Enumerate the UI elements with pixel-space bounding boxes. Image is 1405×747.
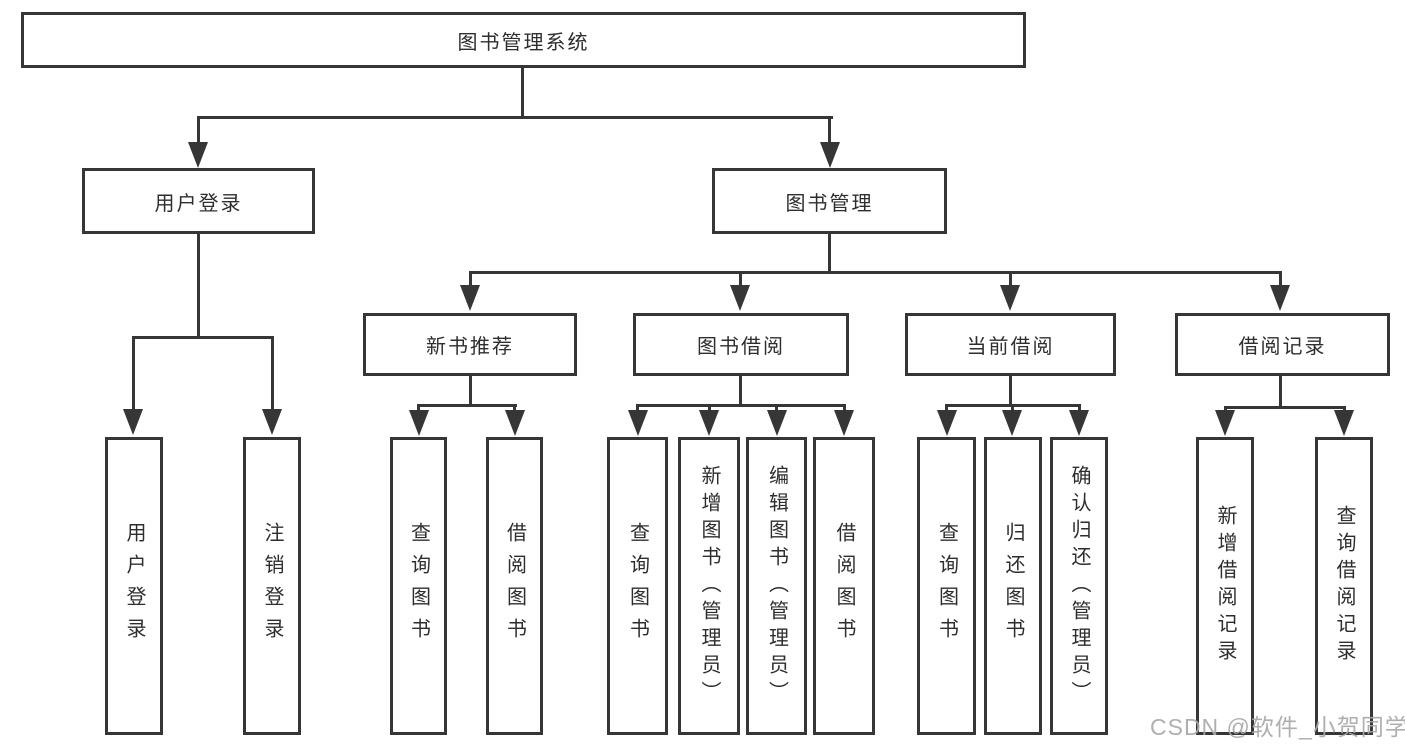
arrowhead-icon [937, 410, 957, 436]
leaf-label: 注销登录 [261, 522, 283, 650]
node-label: 图书借阅 [697, 336, 785, 358]
connector-line [469, 271, 1282, 274]
connector-line [1279, 375, 1282, 408]
connector-line [1011, 404, 1014, 414]
leaf-query-borrow-record: 查询借阅记录 [1315, 437, 1373, 735]
connector-line [132, 336, 135, 412]
node-label: 新书推荐 [426, 336, 514, 358]
watermark: CSDN @软件_小贺同学 [1150, 714, 1405, 740]
connector-line [1009, 271, 1012, 287]
connector-line [1078, 404, 1081, 414]
arrowhead-icon [699, 410, 719, 436]
connector-line [636, 404, 846, 407]
leaf-label: 查询图书 [935, 522, 958, 650]
node-book-borrow: 图书借阅 [633, 313, 849, 376]
node-label: 用户登录 [154, 192, 243, 215]
leaf-label: 编辑图书（管理员） [765, 464, 788, 708]
leaf-borrow-books-recommend: 借阅图书 [486, 437, 543, 735]
arrowhead-icon [1334, 410, 1354, 436]
node-library-system: 图书管理系统 [21, 12, 1026, 68]
arrowhead-icon [730, 285, 750, 311]
leaf-label: 新增图书（管理员） [698, 464, 720, 708]
arrowhead-icon [1215, 410, 1235, 436]
leaf-label: 查询借阅记录 [1333, 505, 1355, 667]
node-label: 借阅记录 [1238, 336, 1327, 358]
connector-line [739, 271, 742, 287]
connector-line [197, 233, 200, 338]
leaf-query-books-recommend: 查询图书 [390, 437, 447, 735]
arrowhead-icon [1270, 285, 1290, 311]
connector-line [1224, 406, 1345, 409]
leaf-user-login: 用户登录 [105, 437, 163, 735]
connector-line [843, 404, 846, 414]
connector-line [197, 116, 200, 145]
connector-line [828, 116, 831, 145]
connector-line [417, 404, 420, 414]
leaf-add-borrow-record: 新增借阅记录 [1196, 437, 1254, 735]
node-current-borrow: 当前借阅 [905, 313, 1116, 376]
arrowhead-icon [1002, 410, 1022, 436]
arrowhead-icon [460, 285, 480, 311]
node-borrow-records: 借阅记录 [1175, 313, 1390, 376]
arrowhead-icon [262, 409, 282, 435]
connector-line [469, 271, 472, 287]
node-book-management: 图书管理 [712, 168, 947, 234]
node-user-login: 用户登录 [82, 168, 315, 234]
connector-line [513, 404, 516, 414]
arrowhead-icon [820, 142, 840, 168]
leaf-label: 查询图书 [407, 522, 430, 650]
arrowhead-icon [767, 410, 787, 436]
leaf-borrow-books: 借阅图书 [813, 437, 875, 735]
connector-line [521, 67, 524, 118]
leaf-label: 查询图书 [626, 522, 649, 650]
connector-line [708, 404, 711, 414]
connector-line [132, 336, 274, 339]
leaf-return-books: 归还图书 [984, 437, 1042, 735]
leaf-label: 归还图书 [1002, 522, 1024, 650]
connector-line [469, 375, 472, 406]
leaf-query-books-borrow: 查询图书 [607, 437, 668, 735]
node-label: 当前借阅 [966, 336, 1055, 358]
arrowhead-icon [505, 410, 525, 436]
connector-line [828, 233, 831, 274]
connector-line [271, 336, 274, 412]
leaf-edit-books-admin: 编辑图书（管理员） [746, 437, 807, 735]
leaf-label: 借阅图书 [833, 522, 855, 650]
leaf-label: 确认归还（管理员） [1068, 464, 1090, 708]
connector-line [417, 404, 517, 407]
leaf-query-books-current: 查询图书 [917, 437, 976, 735]
connector-line [945, 404, 948, 414]
arrowhead-icon [628, 410, 648, 436]
node-new-book-recommend: 新书推荐 [363, 313, 577, 376]
leaf-add-books-admin: 新增图书（管理员） [678, 437, 740, 735]
node-label: 图书管理 [785, 192, 874, 215]
connector-line [739, 375, 742, 406]
connector-line [1279, 271, 1282, 287]
leaf-label: 新增借阅记录 [1214, 505, 1236, 667]
leaf-confirm-return-admin: 确认归还（管理员） [1050, 437, 1108, 735]
arrowhead-icon [409, 410, 429, 436]
connector-line [197, 116, 833, 119]
arrowhead-icon [123, 409, 143, 435]
connector-line [636, 404, 639, 414]
leaf-label: 用户登录 [123, 522, 145, 650]
node-label: 图书管理系统 [457, 31, 590, 54]
leaf-logout: 注销登录 [243, 437, 301, 735]
arrowhead-icon [1069, 410, 1089, 436]
leaf-label: 借阅图书 [503, 522, 526, 650]
connector-line [775, 404, 778, 414]
arrowhead-icon [1000, 285, 1020, 311]
connector-line [1009, 375, 1012, 406]
arrowhead-icon [834, 410, 854, 436]
arrowhead-icon [188, 142, 208, 168]
